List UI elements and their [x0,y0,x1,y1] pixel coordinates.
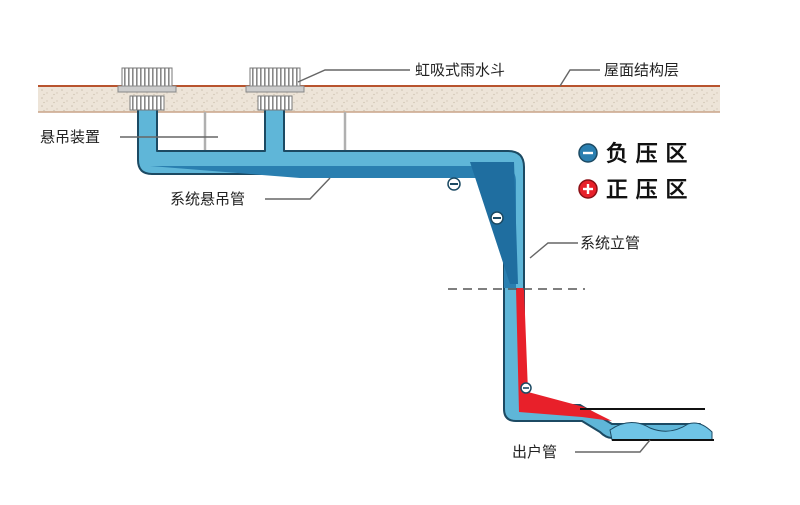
roof-drain-right [245,67,305,111]
outflow-water [609,422,713,441]
positive-pressure-zone [516,288,612,421]
legend-negative-label: 负 压 区 [606,142,687,167]
leader-lines [120,69,651,453]
roof-layer-label: 屋面结构层 [604,61,679,79]
minus-marker-1 [447,177,461,191]
roof-drain-left [117,67,177,111]
roof-drain-label: 虹吸式雨水斗 [415,61,505,79]
minus-marker-3 [520,382,532,394]
legend-positive-label: 正 压 区 [606,178,687,203]
outlet-pipe-label: 出户管 [512,443,557,461]
minus-marker-2 [490,211,504,225]
suspended-pipe-label: 系统悬吊管 [170,190,245,208]
negative-pressure-zone [150,162,518,288]
plus-circle-icon [578,179,598,199]
legend: 负 压 区 正 压 区 [578,142,687,203]
minus-circle-icon [578,143,598,163]
hanger-label: 悬吊装置 [40,128,100,146]
riser-label: 系统立管 [580,234,640,252]
